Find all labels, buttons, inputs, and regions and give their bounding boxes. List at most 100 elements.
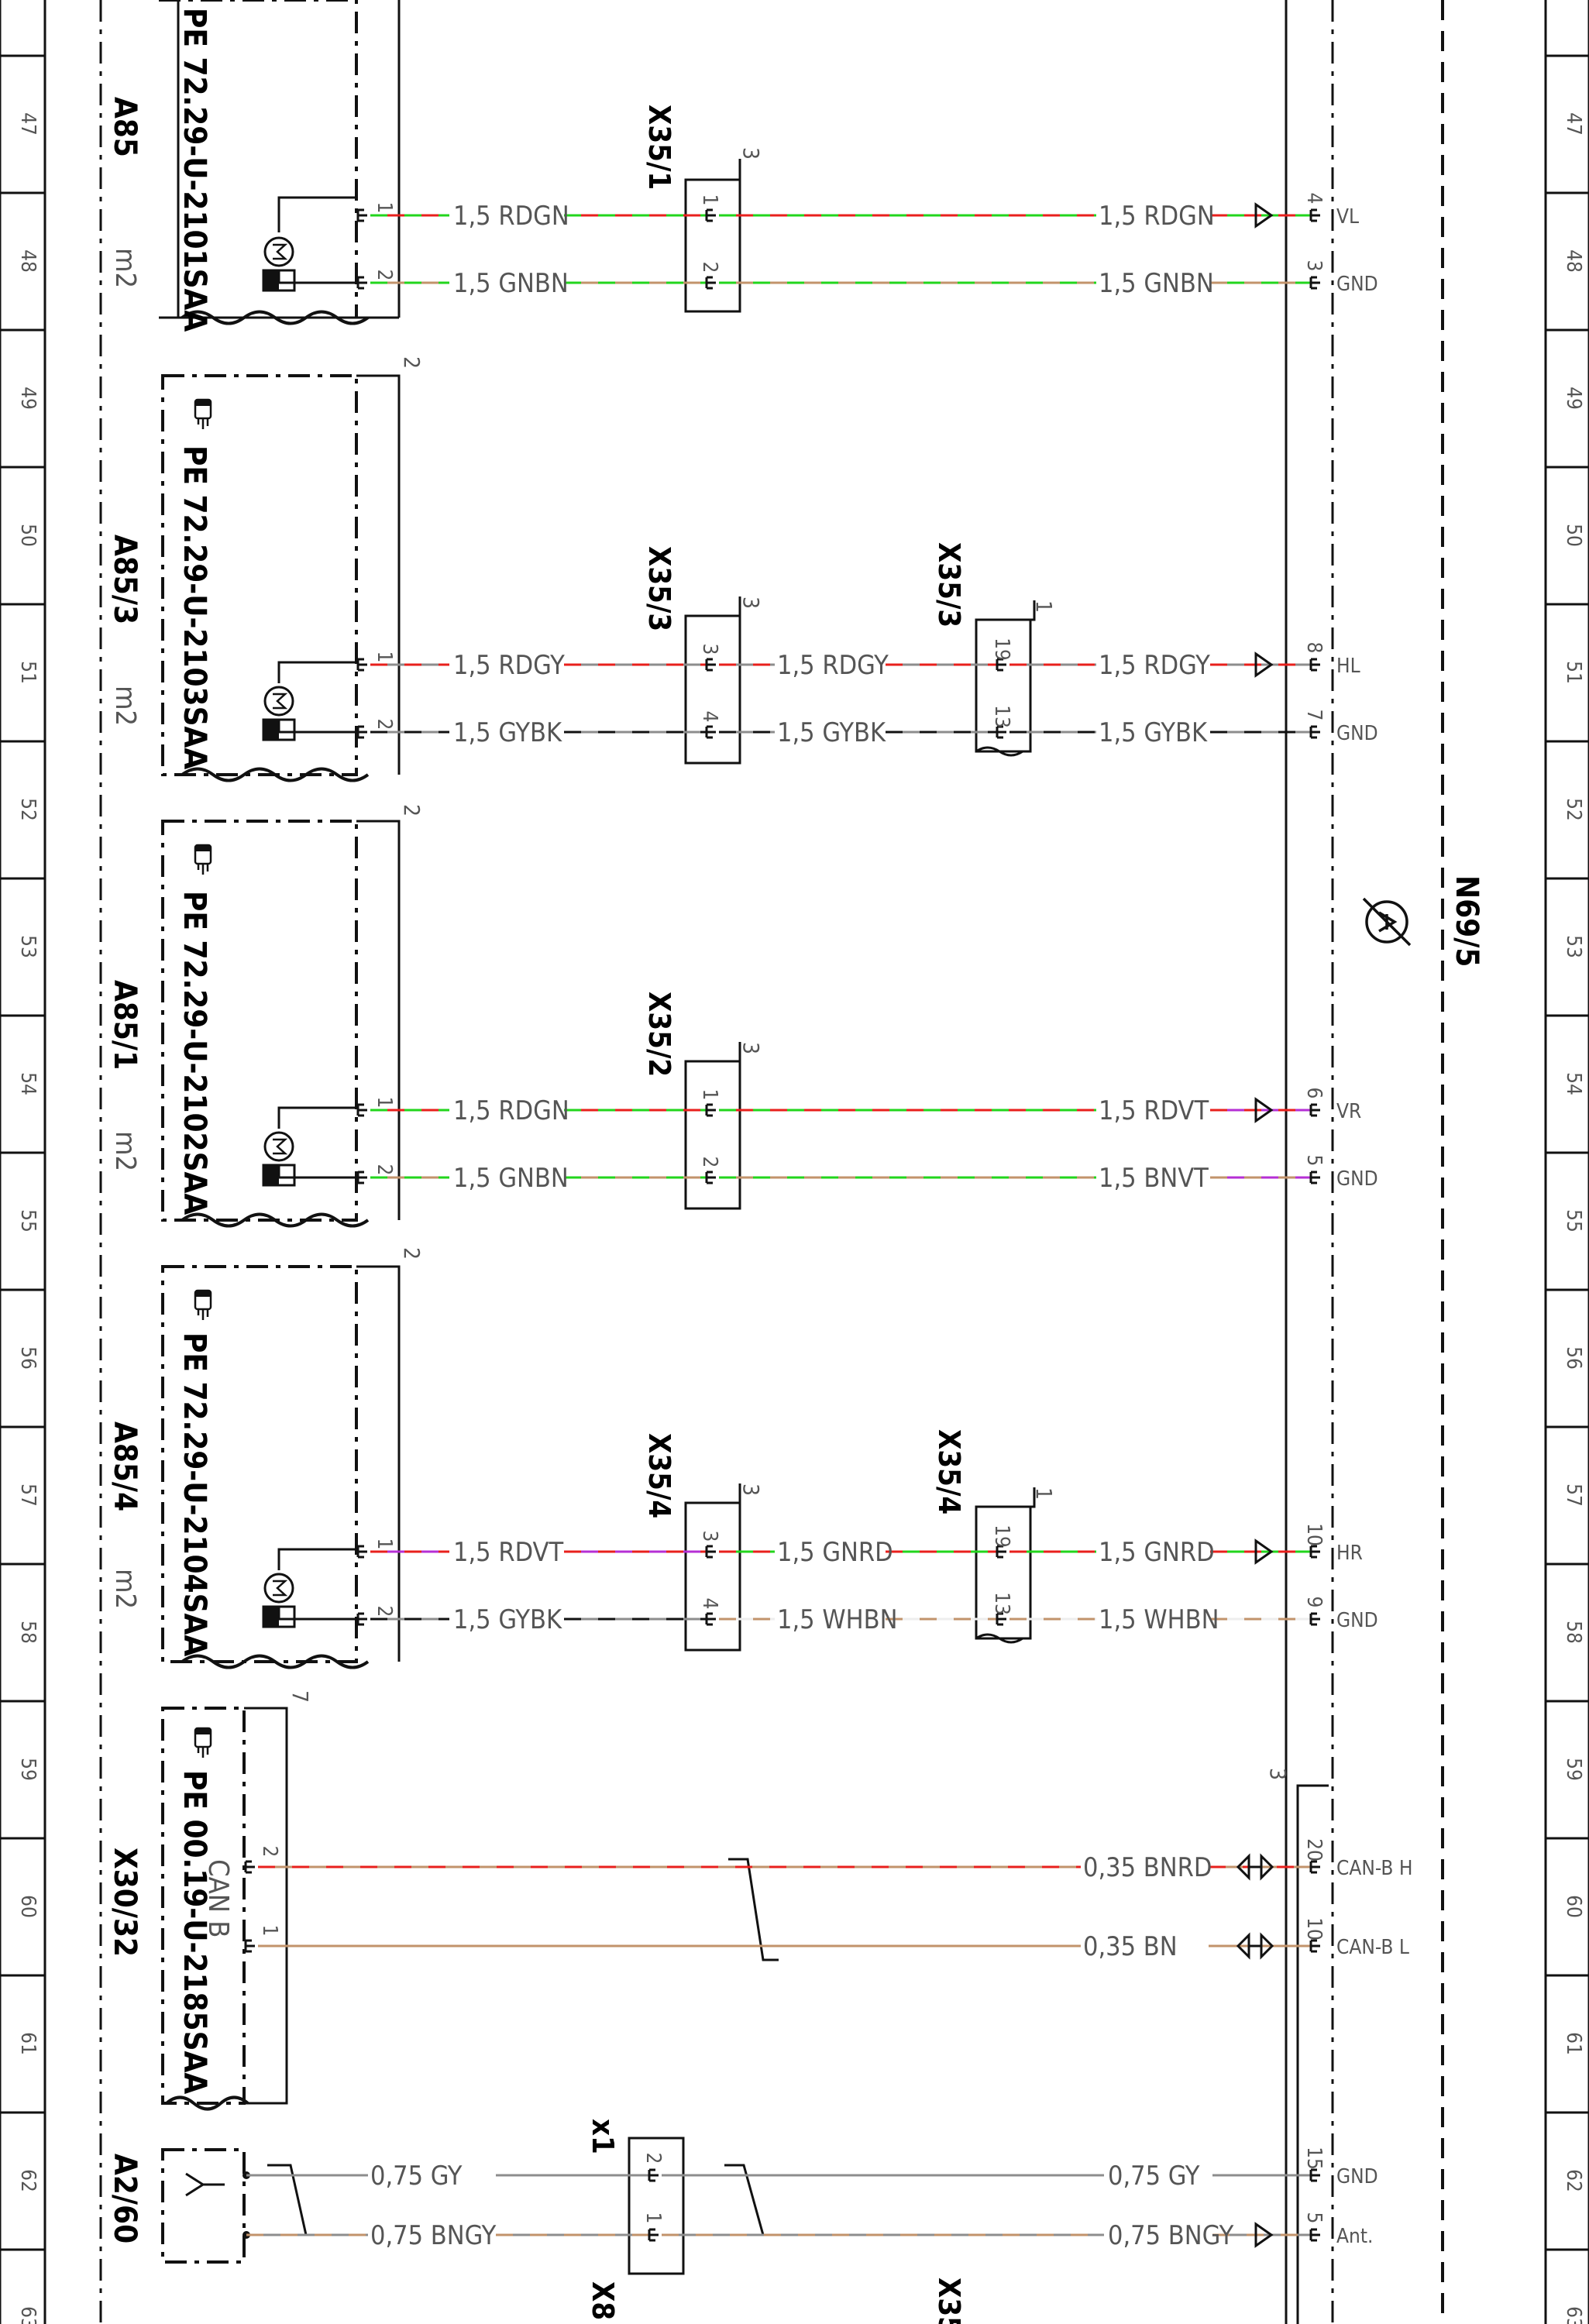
pin-number: 2 <box>373 1606 396 1618</box>
connector-pin <box>705 658 717 672</box>
connector-pin <box>705 1612 717 1626</box>
wire-ant-right-label: 0,75 BNGY <box>1108 2220 1234 2251</box>
a85-3-doc-label: PE 72.29-U-2103SAA <box>177 445 212 769</box>
pin-number: 1 <box>373 202 396 214</box>
a85-1-motor-label: m2 <box>109 1131 141 1171</box>
ruler-number-left: 54 <box>16 1072 40 1095</box>
wire-gnd2-right-label: 1,5 GYBK <box>1099 717 1208 748</box>
ruler-number-left: 63 <box>16 2306 40 2324</box>
pin-number: 3 <box>1302 260 1326 272</box>
pin-number: 19 <box>990 638 1013 661</box>
ruler-number-right: 57 <box>1562 1483 1585 1507</box>
component-pin <box>356 208 369 222</box>
wire-canl-right-label: 0,35 BN <box>1083 1931 1178 1962</box>
a85-3-frame-pin: 2 <box>399 356 425 369</box>
a85-doc-label: PE 72.29-U-2101SAA <box>177 8 212 332</box>
pin-number: 4 <box>698 1598 721 1610</box>
connector-pin <box>705 1545 717 1559</box>
connector-x35-3a: X35/3 3 <box>642 546 764 765</box>
component-a85-1: PE 72.29-U-2102SAA A85/1 m2 2 <box>107 804 425 1228</box>
connector-pin <box>705 1171 717 1184</box>
pin-number: 2 <box>373 270 396 281</box>
a85-1-frame-pin: 2 <box>399 804 425 816</box>
ruler-number-left: 56 <box>16 1346 40 1370</box>
wire-ant_gnd-module-label: GND <box>1336 2165 1378 2188</box>
a85-4-motor-label: m2 <box>109 1569 141 1609</box>
wire-gnd2-module-label: GND <box>1336 722 1378 745</box>
wire-vl-module-label: VL <box>1336 205 1359 229</box>
module-pin <box>1309 1939 1322 1953</box>
component-pin <box>356 1171 369 1184</box>
connector-pin <box>648 2228 660 2242</box>
pin-number: 3 <box>698 644 721 655</box>
ruler-number-left: 59 <box>16 1758 40 1781</box>
pin-number: 2 <box>698 1157 721 1168</box>
x30-32-ref-label: X30/32 <box>107 1848 143 1957</box>
ruler-number-right: 47 <box>1562 112 1585 136</box>
component-pin <box>356 276 369 290</box>
pin-number: 5 <box>1302 2212 1326 2224</box>
pin-number: 6 <box>1302 1088 1326 1099</box>
wire-canh-right-label: 0,35 BNRD <box>1083 1852 1212 1883</box>
a85-motor-label: m2 <box>109 248 141 288</box>
a85-4-doc-label: PE 72.29-U-2104SAA <box>177 1332 212 1656</box>
wire-gnd2-left-label: 1,5 GYBK <box>453 717 562 748</box>
connector-pin <box>996 1612 1008 1626</box>
wire-gnd1-left-label: 1,5 GNBN <box>453 268 569 299</box>
ruler-number-left: 53 <box>16 935 40 958</box>
ruler-number-left: 57 <box>16 1483 40 1507</box>
connector-pin <box>648 2168 660 2182</box>
component-a2-60: A2/60 <box>107 2148 246 2264</box>
connector-pin <box>996 725 1008 739</box>
pin-number: 5 <box>1302 1155 1326 1167</box>
component-pin <box>356 1612 369 1626</box>
pin-number: 15 <box>1302 2147 1326 2170</box>
connector-x35-2: X35/2 3 <box>642 992 764 1210</box>
x30-32-frame-pin: 7 <box>287 1690 313 1703</box>
x1-ref: x1 <box>586 2119 620 2154</box>
a85-4-ref-label: A85/4 <box>107 1422 143 1511</box>
wire-hl-left-label: 1,5 RDGY <box>453 650 565 681</box>
wire-gnd4-right-label: 1,5 WHBN <box>1099 1604 1219 1635</box>
module-pin <box>1309 1860 1322 1874</box>
pin-number: 2 <box>373 719 396 731</box>
component-pin <box>244 1860 256 1874</box>
wire-gnd3-right-label: 1,5 BNVT <box>1099 1163 1209 1194</box>
wire-hr-mid-label: 1,5 GNRD <box>777 1537 893 1568</box>
wire-ant-left-label: 0,75 BNGY <box>370 2220 497 2251</box>
x35-4a-ref: X35/4 <box>642 1433 676 1518</box>
pin-number: 4 <box>698 711 721 723</box>
wire-vr-left-label: 1,5 RDGN <box>453 1095 569 1126</box>
wire-canh-module-label: CAN-B H <box>1336 1857 1412 1880</box>
a85-3-motor-label: m2 <box>109 686 141 726</box>
pin-number: 10 <box>1302 1523 1326 1546</box>
ruler-left <box>0 0 46 2324</box>
ruler-number-right: 61 <box>1562 2032 1585 2055</box>
pin-number: 1 <box>373 1097 396 1109</box>
x35-2-count: 3 <box>738 1042 764 1054</box>
wire-hr-module-label: HR <box>1336 1542 1363 1565</box>
ruler-number-right: 62 <box>1562 2169 1585 2192</box>
hand-pointer-icon <box>194 1727 212 1759</box>
ruler-number-right: 51 <box>1562 661 1585 684</box>
wire-gnd1-module-label: GND <box>1336 273 1378 296</box>
pin-number: 4 <box>1302 193 1326 205</box>
ruler-number-right: 60 <box>1562 1895 1585 1918</box>
pin-number: 2 <box>641 2153 665 2164</box>
x35-1-ref: X35/1 <box>642 105 676 190</box>
connector-pin <box>705 1103 717 1117</box>
wire-gnd1-right-label: 1,5 GNBN <box>1099 268 1214 299</box>
component-pin <box>356 1103 369 1117</box>
ruler-number-right: 56 <box>1562 1346 1585 1370</box>
connector-pin <box>996 1545 1008 1559</box>
pin-number: 1 <box>373 1538 396 1550</box>
ruler-number-left: 47 <box>16 112 40 136</box>
pin-number: 1 <box>641 2212 665 2224</box>
ruler-number-left: 58 <box>16 1621 40 1644</box>
ruler-number-right: 52 <box>1562 798 1585 821</box>
pin-number: 13 <box>990 1592 1013 1615</box>
n69-5-label: N69/5 <box>1449 875 1484 967</box>
wire-hr-left-label: 1,5 RDVT <box>453 1537 563 1568</box>
wire-gnd3-left-label: 1,5 GNBN <box>453 1163 569 1194</box>
